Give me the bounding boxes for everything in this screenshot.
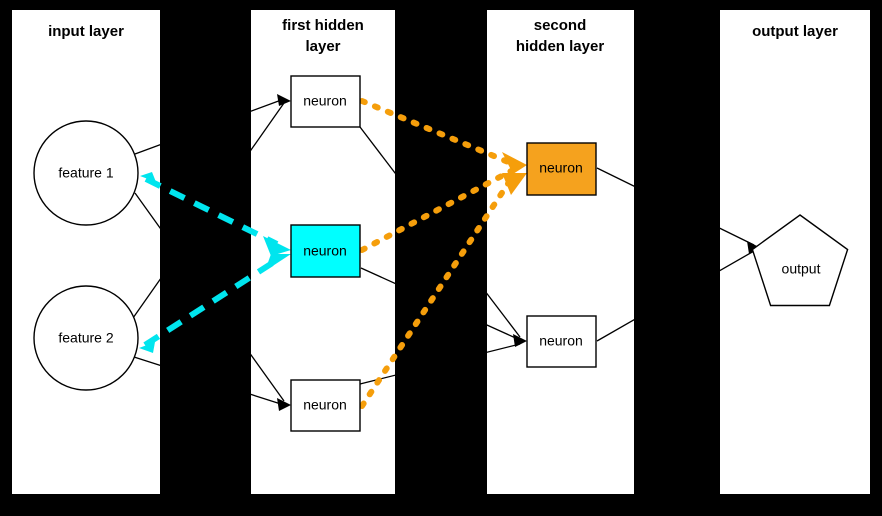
title-first-hidden-layer-line1: first hidden [282, 17, 364, 34]
edge-hidden2-neuron-1-to-output [596, 167, 755, 246]
arrowhead-hidden2-neuron-2 [513, 334, 527, 347]
hidden1-neuron-2-label: neuron [303, 243, 347, 259]
orange-highlight-edges [359, 98, 527, 409]
title-output-layer: output layer [752, 23, 838, 40]
hidden1-neuron-1-box[interactable] [290, 75, 361, 128]
feature-1-circle[interactable] [33, 120, 139, 226]
edge-feature-1-to-hidden1-neuron-1 [134, 98, 285, 155]
nodes: feature 1 feature 2 neuron neuron neuron [33, 75, 849, 432]
arrowhead-cyan-upper [263, 236, 291, 256]
feature-1-label: feature 1 [58, 165, 113, 181]
output-pentagon[interactable] [751, 214, 849, 307]
arrowhead-hidden1-neuron-3 [277, 398, 291, 411]
cyan-highlight-edges [139, 172, 291, 353]
panel-second-hidden-layer [487, 10, 634, 494]
arrowhead-cyan-at-feature-2 [139, 342, 155, 353]
edge-hidden1-neuron-3-to-hidden2-neuron-2 [359, 343, 521, 385]
arrowhead-cyan-at-feature-1 [140, 172, 156, 182]
arrowhead-orange-lower [502, 173, 527, 195]
hidden2-neuron-1-label: neuron [539, 160, 583, 176]
node-feature-2[interactable]: feature 2 [33, 285, 139, 391]
edge-highlight-hidden1-neuron-1-to-hidden2-neuron-1 [359, 98, 516, 167]
hidden1-neuron-3-label: neuron [303, 397, 347, 413]
layer-panels [12, 10, 870, 494]
node-hidden1-neuron-1[interactable]: neuron [290, 75, 361, 128]
title-second-hidden-layer-line1: second [534, 17, 587, 34]
hidden2-neuron-2-label: neuron [539, 333, 583, 349]
feature-2-circle[interactable] [33, 285, 139, 391]
node-hidden1-neuron-2[interactable]: neuron [290, 224, 361, 278]
arrowhead-cyan-lower [265, 254, 291, 271]
node-output[interactable]: output [751, 214, 849, 307]
arrowhead-orange-upper [502, 152, 527, 174]
title-second-hidden-layer-line2: hidden layer [516, 38, 605, 55]
edge-hidden1-neuron-2-to-hidden2-neuron-2 [360, 267, 521, 341]
edge-highlight-feature-1-to-hidden1-neuron-2 [144, 176, 279, 247]
edge-highlight-hidden1-neuron-3-to-hidden2-neuron-1 [359, 173, 516, 409]
edge-highlight-hidden1-neuron-2-to-hidden2-neuron-1 [359, 167, 516, 253]
edge-hidden2-neuron-2-to-output [596, 250, 755, 342]
node-hidden2-neuron-1[interactable]: neuron [526, 142, 597, 196]
panel-input-layer [12, 10, 160, 494]
arrowhead-hidden1-neuron-1 [277, 94, 291, 106]
feature-2-label: feature 2 [58, 330, 113, 346]
title-first-hidden-layer-line2: layer [305, 38, 340, 55]
node-hidden1-neuron-3[interactable]: neuron [290, 379, 361, 432]
hidden1-neuron-3-box[interactable] [290, 379, 361, 432]
node-hidden2-neuron-2[interactable]: neuron [526, 315, 597, 368]
hidden2-neuron-2-box[interactable] [526, 315, 597, 368]
layer-titles: input layer first hidden layer second hi… [48, 17, 838, 55]
edge-feature-1-to-hidden1-neuron-3 [134, 192, 285, 402]
hidden1-neuron-2-box[interactable] [290, 224, 361, 278]
hidden1-neuron-1-label: neuron [303, 93, 347, 109]
title-input-layer: input layer [48, 23, 124, 40]
plain-edges [132, 94, 761, 411]
node-feature-1[interactable]: feature 1 [33, 120, 139, 226]
hidden2-neuron-1-box[interactable] [526, 142, 597, 196]
edge-feature-2-to-hidden1-neuron-3 [133, 356, 285, 406]
edge-hidden1-neuron-1-to-hidden2-neuron-2 [359, 126, 521, 338]
output-label: output [782, 261, 821, 277]
